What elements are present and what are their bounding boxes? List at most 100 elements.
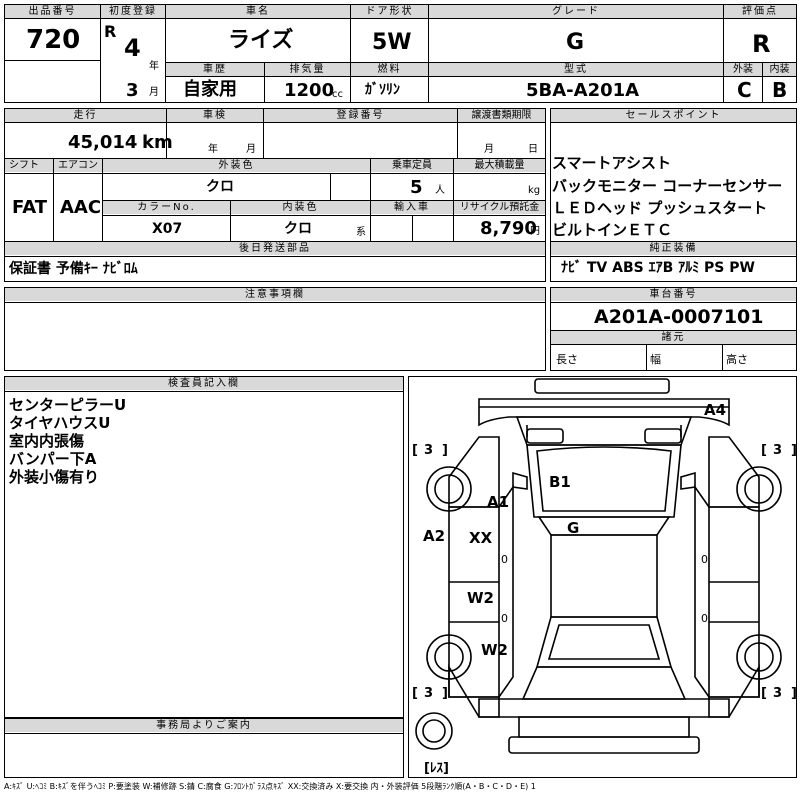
hood-outline xyxy=(515,416,693,446)
windshield xyxy=(526,444,682,518)
inspector-line: 外装小傷有り xyxy=(9,468,100,486)
grade-label: グレード xyxy=(429,5,723,18)
chassis-label: 車台番号 xyxy=(551,288,796,301)
inspection-label: 車検 xyxy=(167,109,263,122)
import-label: 輸入車 xyxy=(371,201,453,214)
later-label: 後日発送部品 xyxy=(5,242,545,255)
sales-section xyxy=(550,108,797,282)
spare-tire-label: [ﾚｽ] xyxy=(424,761,449,776)
int-color: クロ xyxy=(284,221,312,237)
tread-rear-left: 3 xyxy=(424,686,433,701)
inspector-line: センターピラーU xyxy=(9,396,127,414)
year-unit: 年 xyxy=(149,61,159,72)
mark-front-bumper: A4 xyxy=(704,401,726,419)
tread-rear-left-close: ] xyxy=(442,686,448,701)
front-left-tire xyxy=(426,466,472,512)
office-label: 事務局よりご案内 xyxy=(5,719,403,732)
sales-line: ＬＥＤヘッド プッシュスタート xyxy=(552,199,768,217)
ext-color: クロ xyxy=(206,179,234,195)
mark-left-quarter: W2 xyxy=(481,641,508,659)
zero-mark: 0 xyxy=(701,553,708,566)
tread-front-right: 3 xyxy=(773,443,782,458)
chassis-number: A201A-0007101 xyxy=(594,306,764,328)
transfer-day-unit: 日 xyxy=(528,144,538,155)
tread-front-right-close: ] xyxy=(791,443,797,458)
tread-rear-right: 3 xyxy=(773,686,782,701)
notes-section xyxy=(4,287,546,371)
rear-left-tire xyxy=(426,634,472,680)
spare-tire xyxy=(415,712,453,750)
mark-roof: G xyxy=(567,519,579,537)
model: 5BA-A201A xyxy=(526,80,640,101)
lot-number: 720 xyxy=(26,25,81,55)
inspector-line: 室内内張傷 xyxy=(9,432,85,450)
fuel: ｶﾞｿﾘﾝ xyxy=(365,82,400,98)
month-unit: 月 xyxy=(149,87,159,98)
mark-hood: B1 xyxy=(549,473,571,491)
mileage: 45,014 xyxy=(68,132,138,153)
sales-label: セールスポイント xyxy=(551,109,796,122)
zero-mark: 0 xyxy=(501,612,508,625)
grade: G xyxy=(566,30,585,55)
model-label: 型式 xyxy=(429,63,723,76)
notes-label: 注意事項欄 xyxy=(5,288,545,301)
ext-label: 外装 xyxy=(724,63,762,76)
front-bumper xyxy=(478,398,730,427)
tread-front-right-open: [ xyxy=(761,443,767,458)
sales-line: バックモニター コーナーセンサー xyxy=(552,177,783,195)
inspector-section xyxy=(4,376,404,718)
reg-number-label: 登録番号 xyxy=(264,109,457,122)
later-parts: 保証書 予備ｷｰ ﾅﾋﾞﾛﾑ xyxy=(9,261,138,277)
left-headlight xyxy=(526,428,564,444)
recycle-unit: 円 xyxy=(530,226,540,237)
front-right-tire xyxy=(736,466,782,512)
sales-line: ビルトインＥＴＣ xyxy=(552,221,673,239)
history: 自家用 xyxy=(183,79,237,100)
color-no: X07 xyxy=(152,221,183,237)
mark-left-front-door: A2 xyxy=(423,527,445,545)
load-label: 最大積載量 xyxy=(454,159,545,172)
transfer-month-unit: 月 xyxy=(484,144,494,155)
disp-unit: cc xyxy=(332,89,343,100)
ext-color-label: 外装色 xyxy=(103,159,370,172)
equip-items: ﾅﾋﾞ TV ABS ｴｱB ｱﾙﾐ PS PW xyxy=(561,260,755,276)
spec-section xyxy=(4,108,546,282)
era: R xyxy=(104,22,117,41)
spec-label: 諸元 xyxy=(551,331,796,344)
office-section xyxy=(4,718,404,778)
door-label: ドア形状 xyxy=(351,5,428,18)
load-unit: kg xyxy=(528,185,541,196)
color-no-label: カラーNo. xyxy=(103,201,230,214)
height-label: 高さ xyxy=(726,353,748,366)
fuel-label: 燃料 xyxy=(351,63,428,76)
width-label: 幅 xyxy=(650,353,661,366)
name-label: 車名 xyxy=(166,5,350,18)
transfer-label: 譲渡書類期限 xyxy=(458,109,545,122)
car-name: ライズ xyxy=(228,28,294,53)
legend: A:ｷｽﾞ U:ﾍｺﾐ B:ｷｽﾞを伴うﾍｺﾐ P:要塗装 W:補修跡 S:錆 … xyxy=(4,782,536,791)
top-section xyxy=(4,4,797,103)
history-label: 車歴 xyxy=(166,63,264,76)
zero-mark: 0 xyxy=(701,612,708,625)
tread-front-left: 3 xyxy=(424,443,433,458)
roof-panel xyxy=(550,534,658,618)
inspector-line: タイヤハウスU xyxy=(9,414,111,432)
mark-left-door: XX xyxy=(469,529,493,547)
damage-diagram: A4 B1 A1 G A2 XX W2 W2 [ 3 ] [ 3 ] [ 3 ]… xyxy=(408,376,797,778)
capacity: 5 xyxy=(410,177,423,198)
rear-bumper xyxy=(478,698,730,718)
tread-rear-right-close: ] xyxy=(791,686,797,701)
tread-front-left-open: [ xyxy=(412,443,418,458)
mark-left-rear-door: W2 xyxy=(467,589,494,607)
mileage-unit: km xyxy=(142,132,173,153)
sales-line: スマートアシスト xyxy=(552,154,671,172)
zero-mark: 0 xyxy=(501,553,508,566)
lot-label: 出品番号 xyxy=(5,5,100,18)
capacity-label: 乗車定員 xyxy=(371,159,453,172)
int-label: 内装 xyxy=(763,63,796,76)
front-bumper-top xyxy=(534,378,670,394)
inspection-year-unit: 年 xyxy=(208,144,218,155)
int-rating: B xyxy=(772,78,788,102)
score-label: 評価点 xyxy=(724,5,796,18)
ac: AAC xyxy=(60,197,102,218)
